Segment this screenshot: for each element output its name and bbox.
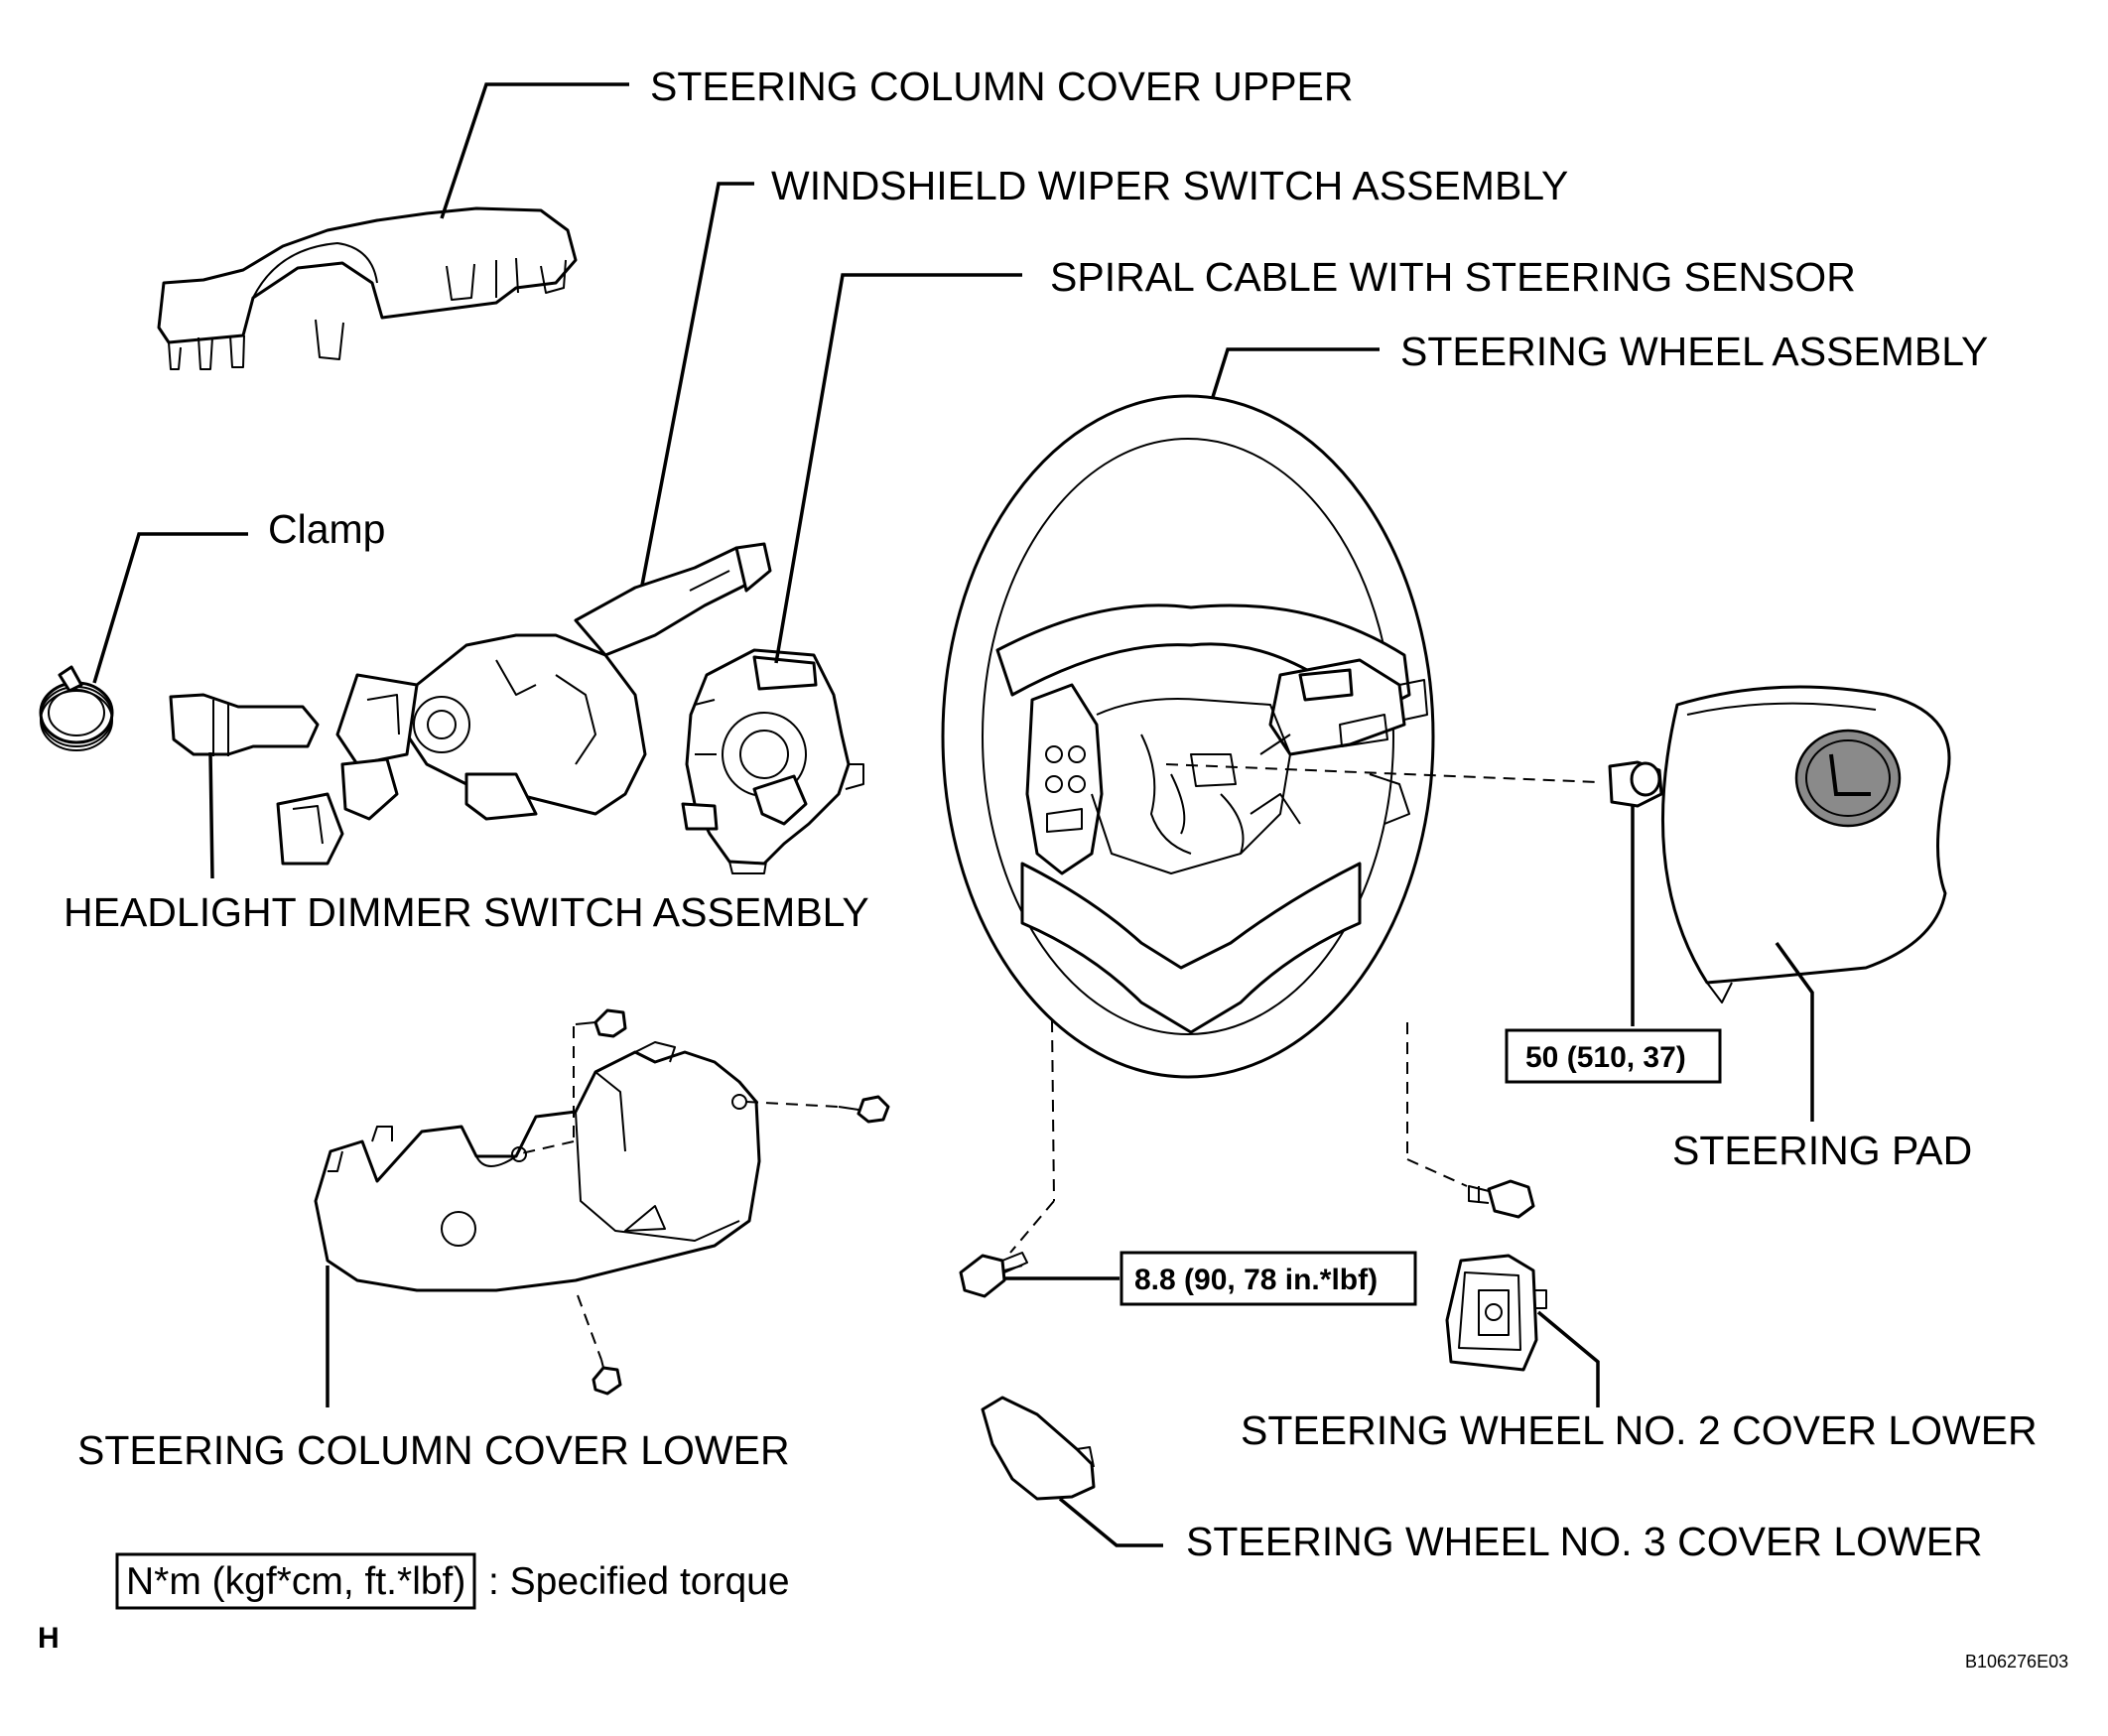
leader-headlight-dimmer [208, 751, 214, 879]
label-clamp: Clamp [268, 506, 385, 552]
label-headlight-dimmer-switch: HEADLIGHT DIMMER SWITCH ASSEMBLY [64, 889, 869, 935]
legend-torque-box [115, 1552, 476, 1610]
torque-nut: 50 (510, 37) [1525, 1041, 1686, 1074]
steering-wheel-part [941, 394, 1435, 1079]
screw-right-part [1468, 1179, 1535, 1219]
combination-switch-part [169, 542, 772, 866]
cover-lower-bolts [516, 1008, 890, 1396]
steering-wheel-no3-cover-part [981, 1396, 1096, 1501]
leader-steering-wheel [1211, 347, 1380, 398]
label-steering-wheel-no3-cover-lower: STEERING WHEEL NO. 3 COVER LOWER [1186, 1519, 1983, 1564]
legend-description: : Specified torque [488, 1560, 790, 1603]
leader-cover-upper [440, 82, 629, 219]
label-steering-wheel-assembly: STEERING WHEEL ASSEMBLY [1400, 329, 1988, 374]
leader-no2-cover [1536, 1310, 1600, 1407]
leader-wiper-switch [638, 182, 754, 597]
leader-steering-pad [1775, 941, 1814, 1122]
steering-column-cover-upper-part [157, 206, 578, 370]
clamp-part [39, 665, 114, 751]
torque-screw: 8.8 (90, 78 in.*lbf) [1134, 1264, 1378, 1296]
dashline-wheel-to-nut [1165, 763, 1599, 783]
spiral-cable-part [681, 648, 864, 874]
label-steering-pad: STEERING PAD [1672, 1128, 1972, 1173]
label-steering-column-cover-upper: STEERING COLUMN COVER UPPER [650, 64, 1354, 109]
steering-column-cover-lower-part [314, 1041, 761, 1292]
leader-no3-cover [1058, 1497, 1163, 1547]
steering-pad-part [1661, 685, 1951, 1003]
nut-part [1608, 760, 1663, 808]
label-steering-column-cover-lower: STEERING COLUMN COVER LOWER [77, 1427, 790, 1473]
label-steering-wheel-no2-cover-lower: STEERING WHEEL NO. 2 COVER LOWER [1241, 1407, 2038, 1453]
torque-box-screw [1120, 1251, 1417, 1306]
torque-box-nut [1505, 1028, 1722, 1084]
steering-wheel-no2-cover-part [1445, 1254, 1547, 1372]
figure-id: B106276E03 [1965, 1652, 2068, 1671]
legend-units: N*m (kgf*cm, ft.*lbf) [126, 1560, 465, 1603]
leader-spiral-cable [774, 273, 1022, 664]
dashline-left-screw [1051, 1019, 1055, 1202]
leader-clamp [92, 532, 248, 684]
label-windshield-wiper-switch: WINDSHIELD WIPER SWITCH ASSEMBLY [771, 163, 1568, 208]
lexus-logo-icon [1794, 729, 1902, 828]
screw-left-part [959, 1252, 1028, 1298]
label-spiral-cable: SPIRAL CABLE WITH STEERING SENSOR [1050, 254, 1856, 300]
corner-letter: H [38, 1622, 60, 1655]
